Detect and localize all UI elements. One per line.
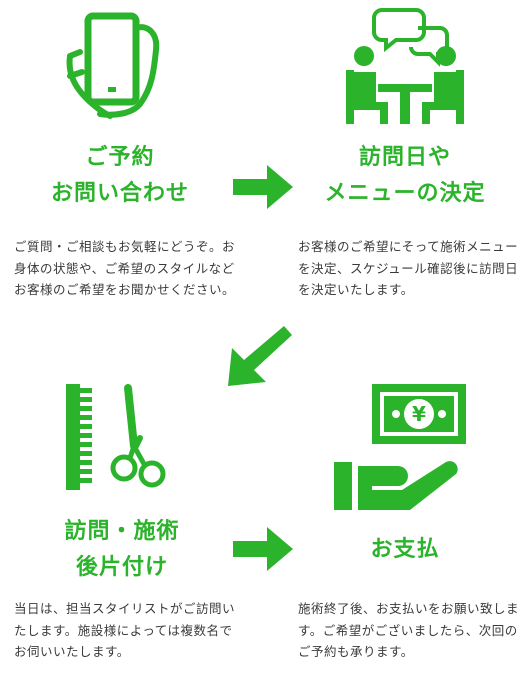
arrow-right-icon bbox=[233, 165, 293, 209]
comb-scissors-icon bbox=[66, 384, 166, 490]
step-title: ご予約 お問い合わせ bbox=[50, 145, 189, 206]
meeting-icon bbox=[346, 8, 464, 124]
arrow-down-left-icon bbox=[228, 326, 292, 386]
step-title: 訪問・施術 後片付け bbox=[64, 519, 180, 580]
yen-symbol: ¥ bbox=[412, 402, 426, 426]
step-title: 訪問日や メニューの決定 bbox=[324, 145, 486, 206]
step-description: お客様のご希望にそって施術メニューを決定、スケジュール確認後に訪問日を決定いたし… bbox=[298, 239, 519, 297]
arrow-right-icon bbox=[233, 527, 293, 571]
step-description: ご質問・ご相談もお気軽にどうぞ。お身体の状態や、ご希望のスタイルなどお客様のご希… bbox=[14, 239, 236, 297]
hand-icon bbox=[334, 461, 458, 510]
banknote-icon bbox=[372, 384, 466, 444]
step-description: 当日は、担当スタイリストがご訪問いたします。施設様によっては複数名でお伺いいたし… bbox=[14, 601, 236, 659]
payment-hand-icon: ¥ bbox=[334, 384, 466, 512]
step-description: 施術終了後、お支払いをお願い致します。ご希望がございましたら、次回のご予約も承り… bbox=[298, 601, 520, 659]
smartphone-icon bbox=[66, 12, 160, 119]
step-title: お支払 bbox=[370, 537, 440, 562]
